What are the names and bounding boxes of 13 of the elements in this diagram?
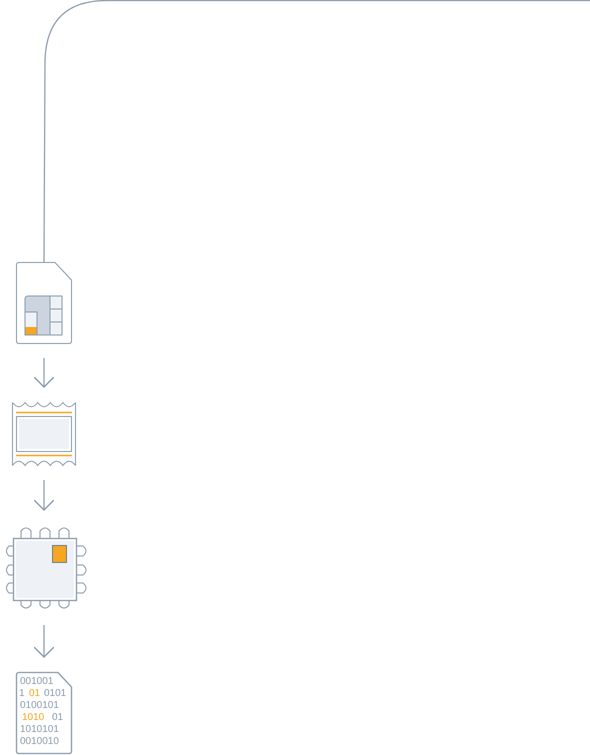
binary-digits: 0100101 bbox=[20, 700, 59, 711]
arrow bbox=[33, 625, 55, 658]
binary-digits: 0101 bbox=[44, 688, 66, 699]
binary-digits: 01 bbox=[29, 688, 40, 699]
binary-digits: 001001 bbox=[20, 676, 54, 687]
binary-digits: 1010 bbox=[22, 712, 44, 723]
arrow bbox=[33, 480, 55, 511]
binary-digits: 1010101 bbox=[20, 724, 59, 735]
connector-line bbox=[43, 0, 590, 262]
arrow bbox=[33, 358, 55, 388]
binary-digits: 01 bbox=[52, 712, 64, 723]
binary-digits: 1 bbox=[19, 688, 25, 699]
binary-digits: 0010010 bbox=[20, 736, 59, 747]
